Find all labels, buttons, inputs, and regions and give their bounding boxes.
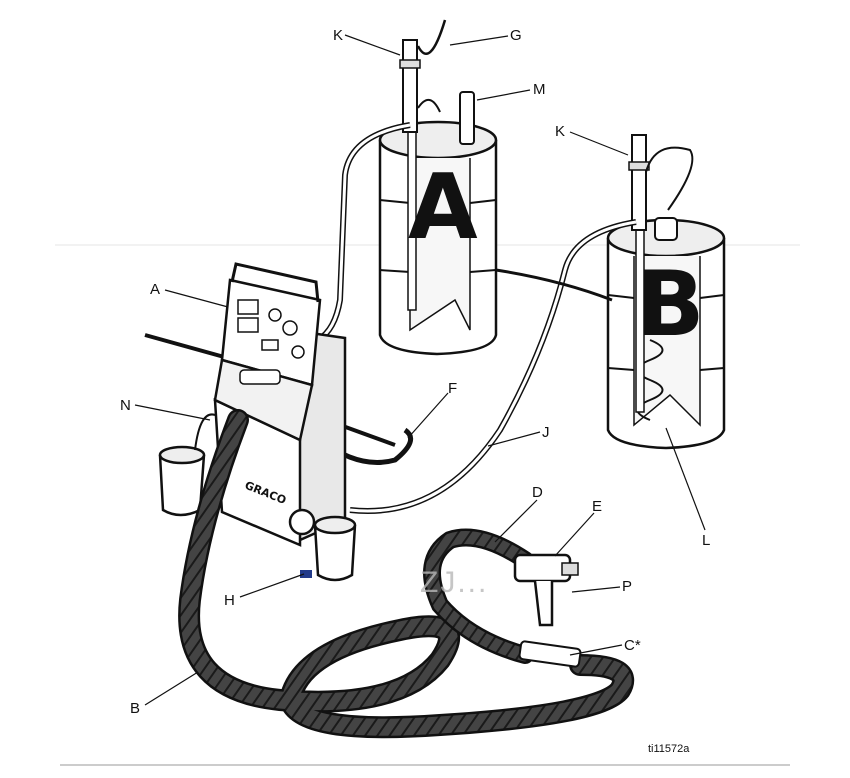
- drum-b: [606, 134, 726, 450]
- label-d: D: [532, 484, 543, 501]
- pail-right: [313, 515, 357, 582]
- label-n: N: [120, 397, 131, 414]
- label-k-drum-b: K: [555, 123, 565, 140]
- pail-left: [158, 445, 206, 517]
- ground-wire-mid: [339, 423, 396, 447]
- label-m: M: [533, 81, 546, 98]
- hose-connector: [518, 640, 582, 668]
- h-fitting: [300, 570, 312, 578]
- label-e: E: [592, 498, 602, 515]
- air-line-g: [416, 19, 447, 55]
- watermark-text: ZJ...: [420, 566, 488, 599]
- label-b: B: [130, 700, 140, 717]
- figure-id: ti11572a: [648, 743, 690, 755]
- feed-hose-b: [349, 220, 637, 513]
- label-a: A: [150, 281, 160, 298]
- feed-hose-a: [317, 123, 411, 342]
- label-g: G: [510, 27, 522, 44]
- label-f: F: [448, 380, 457, 397]
- leader-lines: [134, 34, 706, 706]
- proportioner-machine: GRACO: [213, 262, 347, 547]
- air-line-b: [645, 146, 694, 211]
- drum-a-letter: A: [408, 155, 478, 260]
- label-c-star: C*: [624, 637, 641, 654]
- label-h: H: [224, 592, 235, 609]
- ground-wire-right: [495, 268, 613, 302]
- heated-hose: [180, 411, 632, 736]
- label-j: J: [542, 424, 550, 441]
- label-k-drum-a: K: [333, 27, 343, 44]
- spray-gun: [513, 553, 579, 627]
- label-l: L: [702, 532, 710, 549]
- drum-a: [378, 39, 498, 356]
- pail-hose-n: [194, 413, 216, 451]
- air-line-a: [417, 99, 441, 113]
- drum-b-letter: B: [636, 252, 705, 357]
- whip-hose: [425, 531, 532, 662]
- label-p: P: [622, 578, 632, 595]
